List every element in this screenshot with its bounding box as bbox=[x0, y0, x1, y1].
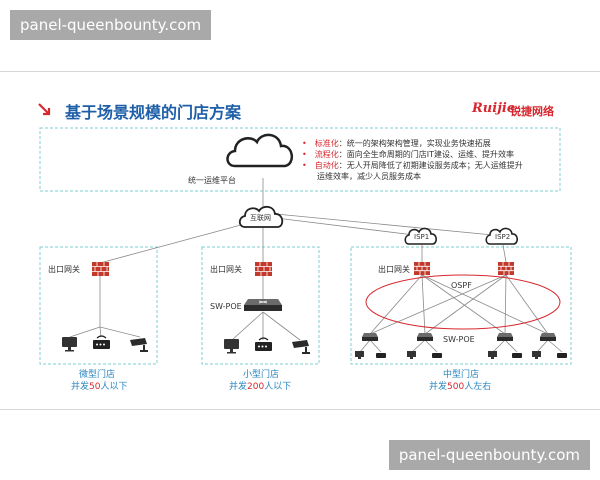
small-gateway-label: 出口网关 bbox=[210, 265, 242, 274]
ospf-ellipse bbox=[365, 274, 561, 330]
platform-label: 统一运维平台 bbox=[188, 176, 236, 185]
micro-gateway-label: 出口网关 bbox=[48, 265, 80, 274]
micro-store-frame bbox=[39, 246, 158, 365]
cloud-icon bbox=[226, 133, 293, 168]
bullet-item: •标准化：统一的架构架构管理，实现业务快速拓展 bbox=[302, 139, 491, 148]
links bbox=[69, 178, 563, 353]
firewall-icon bbox=[92, 262, 109, 276]
isp2-label: ISP2 bbox=[495, 233, 511, 241]
page-title: 基于场景规模的门店方案 bbox=[65, 103, 242, 122]
switch-icon bbox=[497, 333, 513, 341]
internet-label: 互联网 bbox=[250, 214, 271, 222]
title-arrow-icon bbox=[38, 103, 51, 116]
medium-store-frame bbox=[350, 246, 572, 365]
monitor-icon bbox=[407, 351, 416, 359]
router-icon bbox=[557, 353, 567, 358]
medium-store-capacity: 并发500人左右 bbox=[429, 382, 492, 392]
router-icon bbox=[376, 353, 386, 358]
small-switch-label: SW-POE bbox=[210, 302, 242, 311]
medium-switch-label: SW-POE bbox=[443, 335, 475, 344]
bullet-dot: • bbox=[302, 161, 307, 170]
small-store-name: 小型门店 bbox=[243, 370, 280, 380]
firewall-icon bbox=[498, 262, 514, 275]
small-store-capacity: 并发200人以下 bbox=[229, 382, 292, 392]
micro-store-capacity: 并发50人以下 bbox=[71, 382, 128, 392]
switch-icon bbox=[540, 333, 556, 341]
isp2-cloud-icon bbox=[485, 227, 518, 245]
bullet-dot: • bbox=[302, 150, 307, 159]
router-icon bbox=[255, 337, 272, 351]
small-store-frame bbox=[201, 246, 320, 365]
camera-icon bbox=[130, 338, 148, 352]
bullet-dot: • bbox=[302, 139, 307, 148]
brand-logo-cn: 锐捷网络 bbox=[510, 105, 554, 118]
internet-cloud-icon bbox=[238, 205, 284, 228]
router-icon bbox=[93, 335, 110, 349]
platform-frame bbox=[39, 127, 561, 192]
medium-gateway-label: 出口网关 bbox=[378, 265, 410, 274]
watermark-bottom: panel-queenbounty.com bbox=[388, 440, 590, 470]
monitor-icon bbox=[62, 337, 77, 352]
monitor-icon bbox=[532, 351, 541, 359]
monitor-icon bbox=[488, 351, 497, 359]
bullet-item: •流程化：面向全生命周期的门店IT建设、运维、提升效率 bbox=[302, 150, 514, 159]
isp1-label: ISP1 bbox=[414, 233, 430, 241]
ospf-label: OSPF bbox=[451, 281, 472, 290]
switch-icon bbox=[244, 299, 282, 311]
camera-icon bbox=[292, 340, 310, 354]
firewall-icon bbox=[255, 262, 272, 276]
watermark-top: panel-queenbounty.com bbox=[10, 10, 212, 40]
switch-icon bbox=[362, 333, 378, 341]
bullet-continuation: 运维效率，减少人员服务成本 bbox=[317, 172, 421, 181]
router-icon bbox=[512, 353, 522, 358]
firewall-icon bbox=[414, 262, 430, 275]
medium-store-name: 中型门店 bbox=[443, 370, 480, 380]
monitor-icon bbox=[355, 351, 364, 359]
monitor-icon bbox=[224, 339, 239, 354]
isp1-cloud-icon bbox=[404, 227, 437, 245]
switch-icon bbox=[417, 333, 433, 341]
bullet-item: •自动化：无人开局降低了初期建设服务成本；无人运维提升 bbox=[302, 161, 523, 170]
brand-logo-latin: Ruijie bbox=[472, 101, 516, 116]
router-icon bbox=[432, 353, 442, 358]
slide-area bbox=[0, 71, 600, 410]
micro-store-name: 微型门店 bbox=[79, 370, 116, 380]
